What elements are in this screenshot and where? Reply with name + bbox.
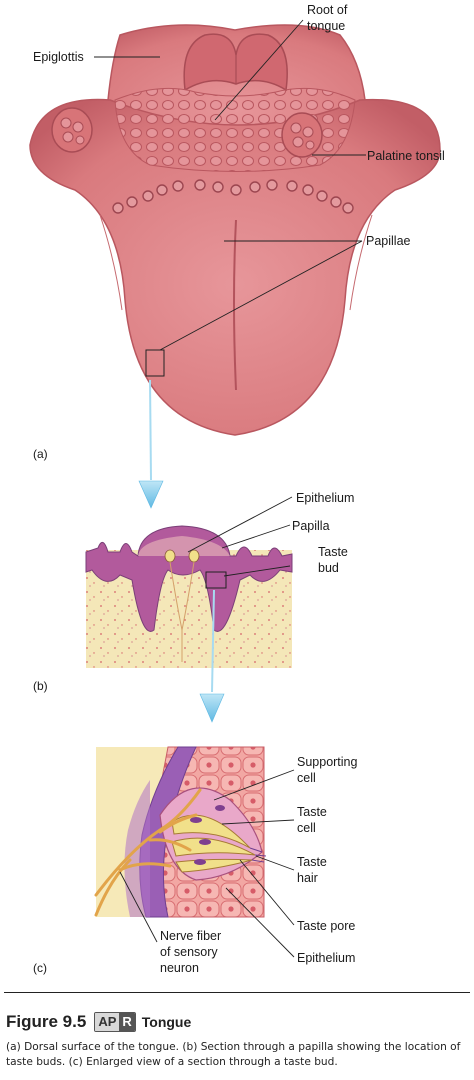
apr-badge-r: R — [119, 1013, 135, 1031]
leader-lines-c — [119, 769, 295, 958]
label-nerve-fiber: Nerve fiber of sensory neuron — [160, 929, 225, 975]
label-root-of-tongue: Root of tongue — [307, 3, 351, 33]
taste-bud-section — [94, 746, 267, 918]
label-palatine-tonsil: Palatine tonsil — [367, 149, 445, 163]
panel-label-c: (c) — [33, 961, 47, 975]
epithelium-surface — [85, 525, 293, 632]
palatine-tonsil-right — [281, 112, 323, 158]
papilla-section — [85, 525, 293, 668]
label-taste-hair: Taste hair — [297, 855, 330, 885]
label-epithelium-b: Epithelium — [296, 491, 354, 505]
nerve-fibers — [94, 788, 202, 917]
magnify-arrow-2 — [199, 589, 225, 723]
cell-nuclei — [190, 805, 225, 865]
figure-caption: Figure 9.5 AP R Tongue (a) Dorsal surfac… — [0, 992, 474, 1080]
magnify-arrow-1 — [138, 379, 164, 509]
caption-rule — [4, 992, 470, 993]
tongue-illustration — [29, 24, 441, 436]
label-papillae: Papillae — [366, 234, 411, 248]
label-supporting-cell: Supporting cell — [297, 755, 361, 785]
magnification-box-b — [205, 571, 227, 589]
label-taste-bud: Taste bud — [318, 545, 351, 575]
figure-name: Tongue — [141, 1014, 192, 1030]
caption-title-row: Figure 9.5 AP R Tongue — [6, 1012, 191, 1032]
label-taste-pore: Taste pore — [297, 919, 355, 933]
circumvallate-papillae — [112, 179, 354, 214]
palatine-tonsil-left — [51, 107, 93, 153]
label-epithelium-c: Epithelium — [297, 951, 355, 965]
magnification-box-a — [145, 349, 165, 377]
label-epiglottis: Epiglottis — [33, 50, 84, 64]
figure-number: Figure 9.5 — [6, 1012, 87, 1031]
label-taste-cell: Taste cell — [297, 805, 330, 835]
label-papilla: Papilla — [292, 519, 330, 533]
leader-lines-a — [94, 19, 366, 351]
panel-label-a: (a) — [33, 447, 48, 461]
panel-label-b: (b) — [33, 679, 48, 693]
caption-text: (a) Dorsal surface of the tongue. (b) Se… — [6, 1041, 461, 1068]
tongue-diagram: Epiglottis Root of tongue Palatine tonsi… — [29, 3, 445, 975]
leader-lines-b — [187, 496, 293, 577]
apr-badge: AP R — [94, 1012, 136, 1032]
apr-badge-ap: AP — [95, 1013, 120, 1031]
